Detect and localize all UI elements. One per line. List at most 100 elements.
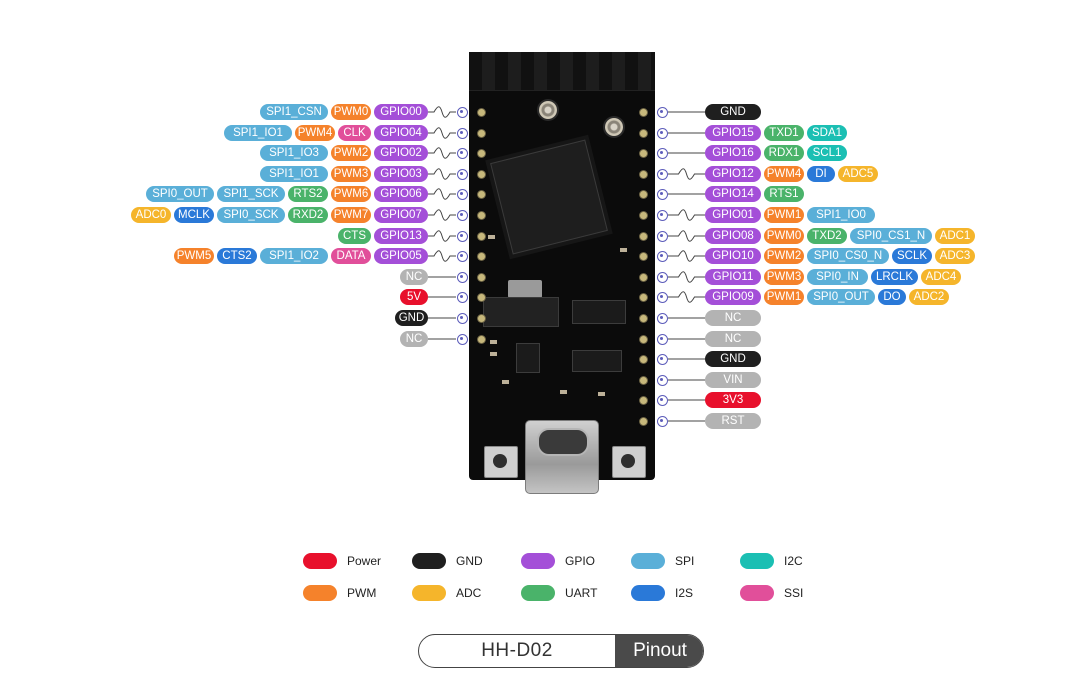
pin-label-gpio: GPIO05 — [374, 248, 428, 264]
pin-label-gpio: GPIO13 — [374, 228, 428, 244]
pin-marker-left — [456, 312, 468, 324]
board-pad-left — [478, 335, 485, 343]
board-pad-right — [640, 149, 647, 157]
pin-label-gpio: GPIO09 — [705, 289, 761, 305]
board-model: HH-D02 — [481, 640, 553, 661]
pin-lead-left — [428, 106, 456, 118]
dev-board — [469, 52, 655, 480]
pin-marker-right — [656, 127, 668, 139]
legend-swatch-spi — [631, 553, 665, 569]
usb-c-port — [537, 428, 589, 456]
pin-label-ssi: CLK — [338, 125, 371, 141]
legend-swatch-gpio — [521, 553, 555, 569]
board-pad-right — [640, 190, 647, 198]
pin-header — [469, 52, 655, 91]
pin-marker-left — [456, 291, 468, 303]
pin-marker-left — [456, 250, 468, 262]
pin-label-pwm: PWM1 — [764, 207, 804, 223]
pin-marker-right — [656, 353, 668, 365]
pin-marker-left — [456, 230, 468, 242]
legend-label-adc: ADC — [456, 586, 482, 600]
pin-marker-right — [656, 333, 668, 345]
pin-label-gpio: GPIO12 — [705, 166, 761, 182]
board-pad-right — [640, 273, 647, 281]
button-cap — [493, 454, 507, 468]
legend-swatch-i2s — [631, 585, 665, 601]
antenna-connector-1 — [539, 101, 557, 119]
pin-label-i2s: CTS2 — [217, 248, 257, 264]
pin-label-pwm: PWM2 — [764, 248, 804, 264]
pin-label-pwm: PWM0 — [764, 228, 804, 244]
pin-marker-left — [456, 188, 468, 200]
pin-lead-right — [668, 209, 705, 221]
pin-label-gpio: GPIO14 — [705, 186, 761, 202]
legend-swatch-uart — [521, 585, 555, 601]
pin-label-uart: RTS1 — [764, 186, 804, 202]
legend-label-i2c: I2C — [784, 554, 803, 568]
pin-label-gpio: GPIO06 — [374, 186, 428, 202]
board-pad-left — [478, 232, 485, 240]
pin-label-pwm: PWM7 — [331, 207, 371, 223]
pin-label-spi: SPI1_IO0 — [807, 207, 875, 223]
board-pad-right — [640, 293, 647, 301]
board-pad-right — [640, 170, 647, 178]
board-pad-right — [640, 355, 647, 363]
board-pad-left — [478, 190, 485, 198]
legend-label-uart: UART — [565, 586, 598, 600]
pin-label-nc: RST — [705, 413, 761, 429]
board-pad-right — [640, 129, 647, 137]
pin-label-gnd: GND — [395, 310, 428, 326]
board-pad-right — [640, 417, 647, 425]
legend-swatch-power — [303, 553, 337, 569]
smd-part — [560, 390, 567, 394]
pin-label-gpio: GPIO01 — [705, 207, 761, 223]
pin-label-gpio: GPIO08 — [705, 228, 761, 244]
pin-label-power: 5V — [400, 289, 428, 305]
pin-label-gpio: GPIO16 — [705, 145, 761, 161]
pin-label-adc: ADC1 — [935, 228, 975, 244]
board-pad-left — [478, 149, 485, 157]
pin-label-spi: SPI1_IO2 — [260, 248, 328, 264]
antenna-connector-2 — [605, 118, 623, 136]
pin-label-spi: SPI0_IN — [807, 269, 868, 285]
pin-label-gpio: GPIO11 — [705, 269, 761, 285]
pin-marker-right — [656, 291, 668, 303]
pin-marker-right — [656, 188, 668, 200]
pin-label-spi: SPI0_CS0_N — [807, 248, 889, 264]
legend-label-gnd: GND — [456, 554, 483, 568]
pin-label-gnd: GND — [705, 351, 761, 367]
pin-label-adc: ADC3 — [935, 248, 975, 264]
ic-component-1 — [572, 300, 626, 324]
pin-marker-left — [456, 127, 468, 139]
pin-label-ssi: DATA — [331, 248, 371, 264]
pin-label-nc: NC — [705, 331, 761, 347]
pin-label-i2s: DI — [807, 166, 835, 182]
pin-label-uart: CTS — [338, 228, 371, 244]
voltage-regulator — [483, 297, 559, 327]
pin-marker-right — [656, 374, 668, 386]
pin-label-spi: SPI1_IO1 — [260, 166, 328, 182]
pin-label-spi: SPI1_IO1 — [224, 125, 292, 141]
pin-label-uart: TXD2 — [807, 228, 847, 244]
smd-part — [598, 392, 605, 396]
pin-marker-right — [656, 209, 668, 221]
pin-label-i2s: SCLK — [892, 248, 932, 264]
pin-label-adc: ADC0 — [131, 207, 171, 223]
legend-swatch-ssi — [740, 585, 774, 601]
pin-marker-right — [656, 106, 668, 118]
pin-marker-right — [656, 271, 668, 283]
board-pad-right — [640, 108, 647, 116]
pin-label-i2s: DO — [878, 289, 906, 305]
pin-lead-left — [428, 147, 456, 159]
pin-label-uart: RDX1 — [764, 145, 804, 161]
ic-component-2 — [572, 350, 622, 372]
pin-label-nc: NC — [705, 310, 761, 326]
pin-marker-left — [456, 209, 468, 221]
pin-marker-right — [656, 394, 668, 406]
pin-marker-right — [656, 147, 668, 159]
pin-label-spi: SPI0_CS1_N — [850, 228, 932, 244]
pin-lead-left — [428, 127, 456, 139]
board-pad-left — [478, 293, 485, 301]
pin-label-pwm: PWM2 — [331, 145, 371, 161]
